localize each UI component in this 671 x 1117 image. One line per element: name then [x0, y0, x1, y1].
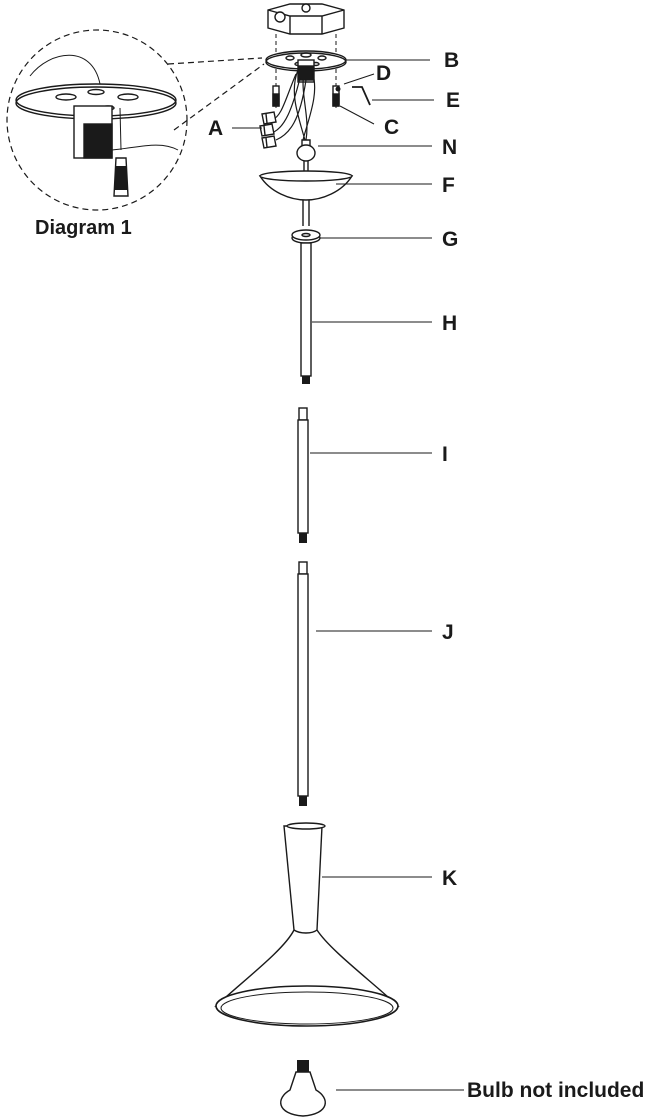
rod-h [300, 242, 312, 384]
canopy-nut [291, 229, 321, 244]
label-g: G [442, 228, 458, 251]
bulb-note: Bulb not included [467, 1079, 644, 1102]
diagram-caption: Diagram 1 [35, 217, 132, 239]
label-c: C [384, 116, 399, 139]
label-a: A [208, 117, 223, 140]
label-n: N [442, 136, 457, 159]
label-j: J [442, 621, 454, 644]
label-h: H [442, 312, 457, 335]
label-b: B [444, 49, 459, 72]
set-screw [335, 86, 341, 92]
label-k: K [442, 867, 457, 890]
junction-box [267, 3, 345, 35]
label-e: E [446, 89, 460, 112]
label-f: F [442, 174, 455, 197]
canopy [258, 170, 354, 226]
label-d: D [376, 62, 391, 85]
label-i: I [442, 443, 448, 466]
leader-lines [232, 59, 464, 1091]
shade [214, 822, 400, 1027]
bulb [280, 1060, 326, 1117]
rod-i [297, 407, 309, 543]
mounting-plate [265, 50, 347, 83]
rod-j [297, 561, 309, 806]
detail-inset [6, 29, 265, 211]
nipple-loop [296, 139, 316, 172]
hex-key [352, 86, 371, 106]
screw-guide-lines [275, 34, 337, 108]
mounting-screws [272, 85, 340, 107]
wire-connectors [259, 111, 277, 149]
